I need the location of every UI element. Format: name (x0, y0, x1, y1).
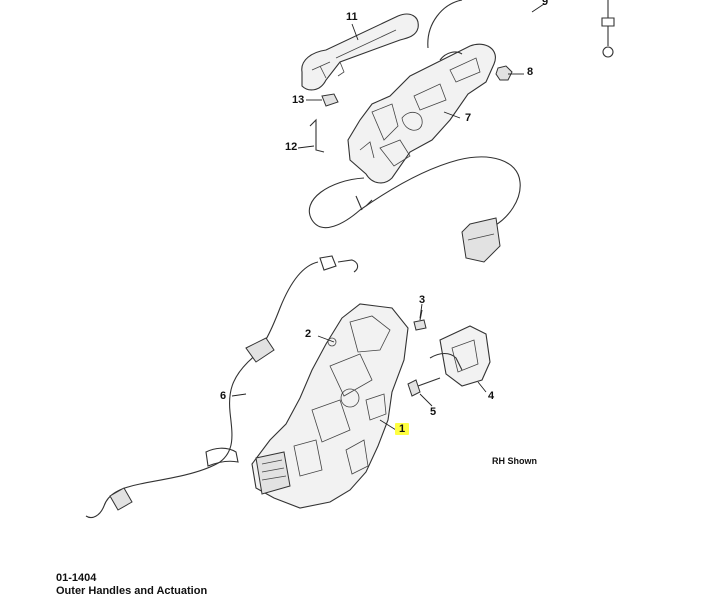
rh-shown-note: RH Shown (492, 456, 537, 466)
pin-part-12 (309, 118, 325, 153)
bolt-part-5 (407, 377, 441, 397)
rod-part-9 (427, 0, 615, 58)
callout-12: 12 (285, 141, 298, 153)
callout-7: 7 (465, 112, 472, 124)
callout-5: 5 (430, 406, 437, 418)
callout-9: 9 (542, 0, 549, 8)
clip-part-13 (321, 93, 339, 107)
callout-2: 2 (305, 328, 312, 340)
outer-handle-part-11 (301, 13, 419, 91)
callout-8: 8 (527, 66, 534, 78)
callout-3: 3 (419, 294, 426, 306)
footer-title: Outer Handles and Actuation (56, 585, 208, 597)
upper-cable (308, 156, 521, 263)
footer-code: 01-1404 (56, 572, 97, 584)
nut-part-8 (495, 65, 513, 81)
handle-bracket-part-7 (347, 43, 496, 184)
screw-part-3 (413, 309, 427, 331)
callout-11: 11 (346, 11, 358, 23)
callout-6: 6 (220, 390, 227, 402)
leader-lines (231, 3, 545, 431)
callout-1-highlighted: 1 (395, 423, 410, 435)
callout-4: 4 (488, 390, 495, 402)
callout-13: 13 (292, 94, 305, 106)
door-latch-part-1 (251, 303, 409, 509)
striker-part-4 (429, 325, 491, 387)
lower-cable-part-6 (85, 255, 359, 519)
